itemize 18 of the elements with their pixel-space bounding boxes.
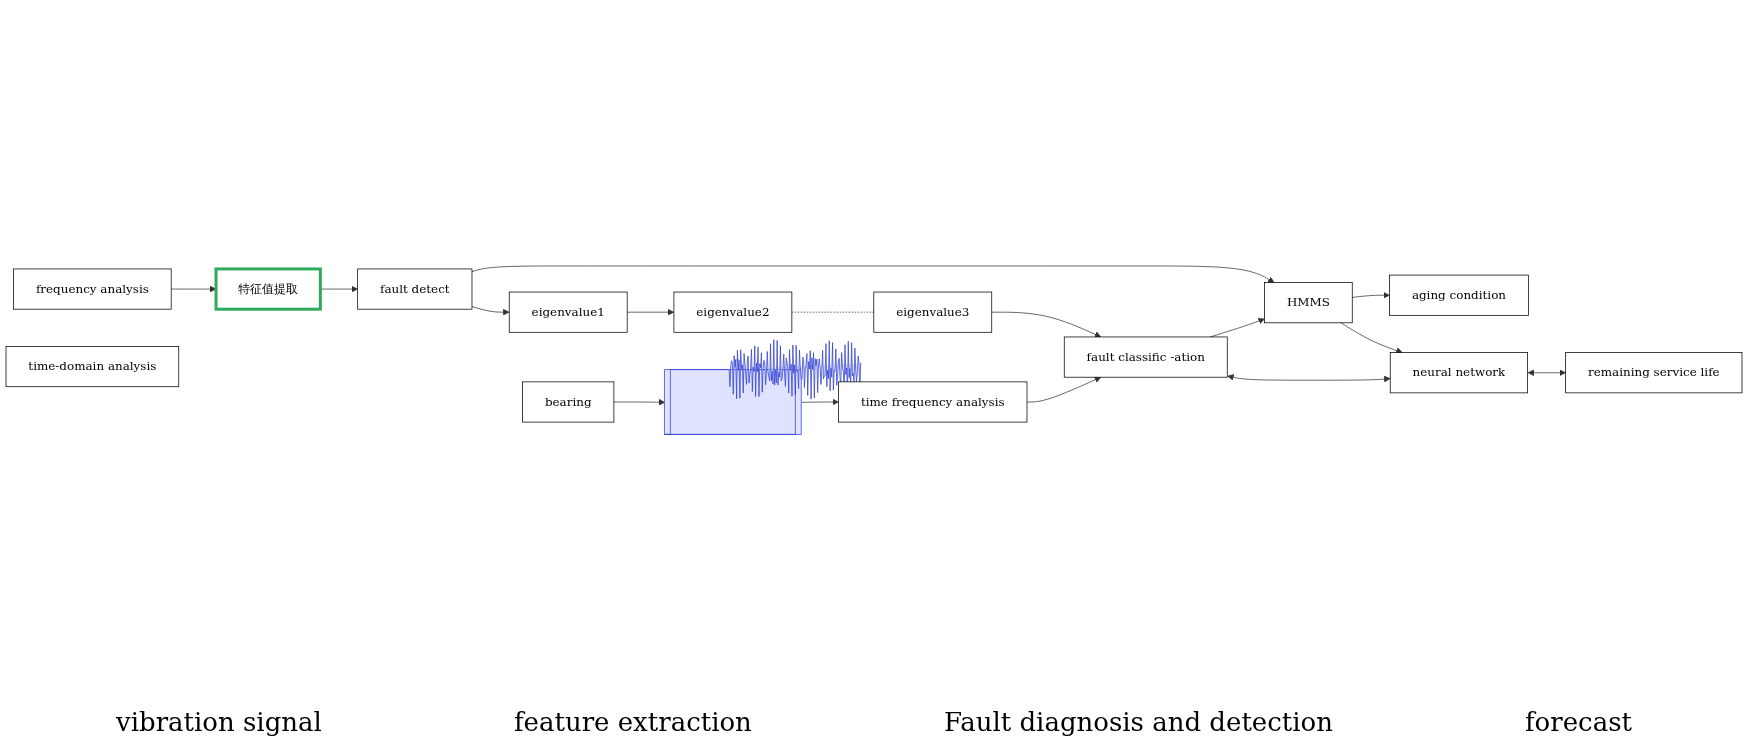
stage-label: Fault diagnosis and detection	[943, 707, 1333, 737]
node-box: fault classific -ation	[1063, 336, 1228, 378]
node-box: eigenvalue3	[873, 292, 993, 333]
node-box: remaining service life	[1565, 352, 1743, 394]
node-box: time-domain analysis	[5, 346, 180, 388]
stage-label: forecast	[1525, 707, 1632, 737]
node-box: HMMS	[1264, 282, 1353, 324]
stage-label: vibration signal	[116, 707, 322, 737]
node-box: frequency analysis	[13, 268, 172, 310]
node-box: 特征值提取	[214, 267, 322, 311]
node-box: time frequency analysis	[838, 381, 1028, 423]
node-box: bearing	[522, 381, 615, 423]
node-box: fault detect	[357, 268, 473, 310]
node-box: eigenvalue2	[673, 292, 793, 333]
node-box: eigenvalue1	[508, 292, 628, 333]
node-box: neural network	[1389, 352, 1528, 394]
stage-label: feature extraction	[513, 707, 752, 737]
node-box: aging condition	[1389, 275, 1529, 317]
